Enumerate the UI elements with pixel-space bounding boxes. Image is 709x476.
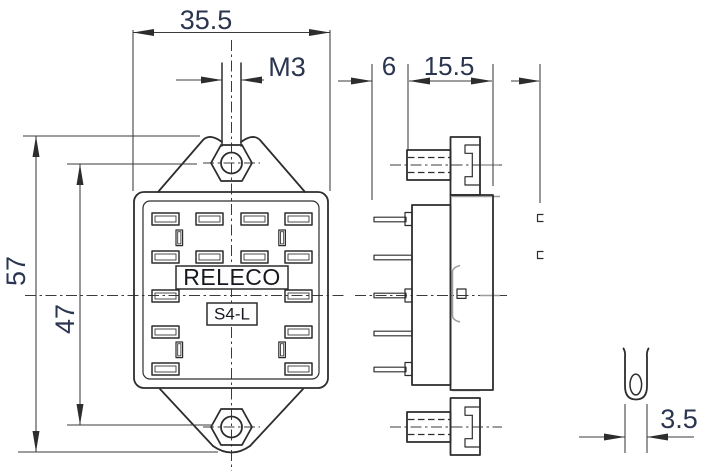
brand-plate: RELECO [175, 264, 289, 290]
dim-pin-length-and-depth: 6 15.5 [338, 51, 541, 203]
hex-nut-top [210, 144, 253, 182]
dim-pin-length-text: 6 [382, 51, 396, 81]
mounting-stud-front [221, 62, 242, 147]
front-view: RELECO S4-L [25, 40, 346, 471]
mounting-ear-top [157, 136, 306, 193]
socket-body [133, 191, 329, 389]
dim-pin-width: 3.5 [579, 404, 698, 453]
side-view [355, 136, 544, 456]
mounting-ear-bottom [159, 388, 304, 454]
model-label: S4-L [214, 305, 250, 324]
dim-body-depth-text: 15.5 [424, 51, 475, 81]
dimensions: 35.5 M3 57 47 [1, 5, 698, 453]
ear-bracket-top [449, 136, 481, 196]
dim-overall-height-text: 57 [1, 256, 31, 286]
dim-thread: M3 [176, 52, 306, 84]
pin-hole [629, 373, 643, 396]
contact-slots [151, 212, 313, 376]
dim-overall-height: 57 [1, 135, 218, 453]
dim-hole-spacing: 47 [50, 163, 213, 426]
dim-body-width-text: 35.5 [180, 5, 233, 35]
mounting-hole-bottom [220, 415, 243, 439]
brand-label: RELECO [183, 264, 281, 290]
retaining-clip [451, 264, 467, 323]
dim-hole-spacing-text: 47 [50, 304, 80, 334]
connector-pins [373, 211, 413, 377]
dim-thread-text: M3 [268, 52, 306, 82]
stud-side-bottom [406, 411, 452, 443]
reference-marks [536, 213, 544, 260]
mounting-hole-top [220, 151, 243, 175]
hex-nut-bottom [210, 408, 253, 446]
pin-tip-detail [622, 347, 650, 401]
dim-pin-width-text: 3.5 [660, 404, 698, 434]
model-plate: S4-L [206, 302, 258, 326]
